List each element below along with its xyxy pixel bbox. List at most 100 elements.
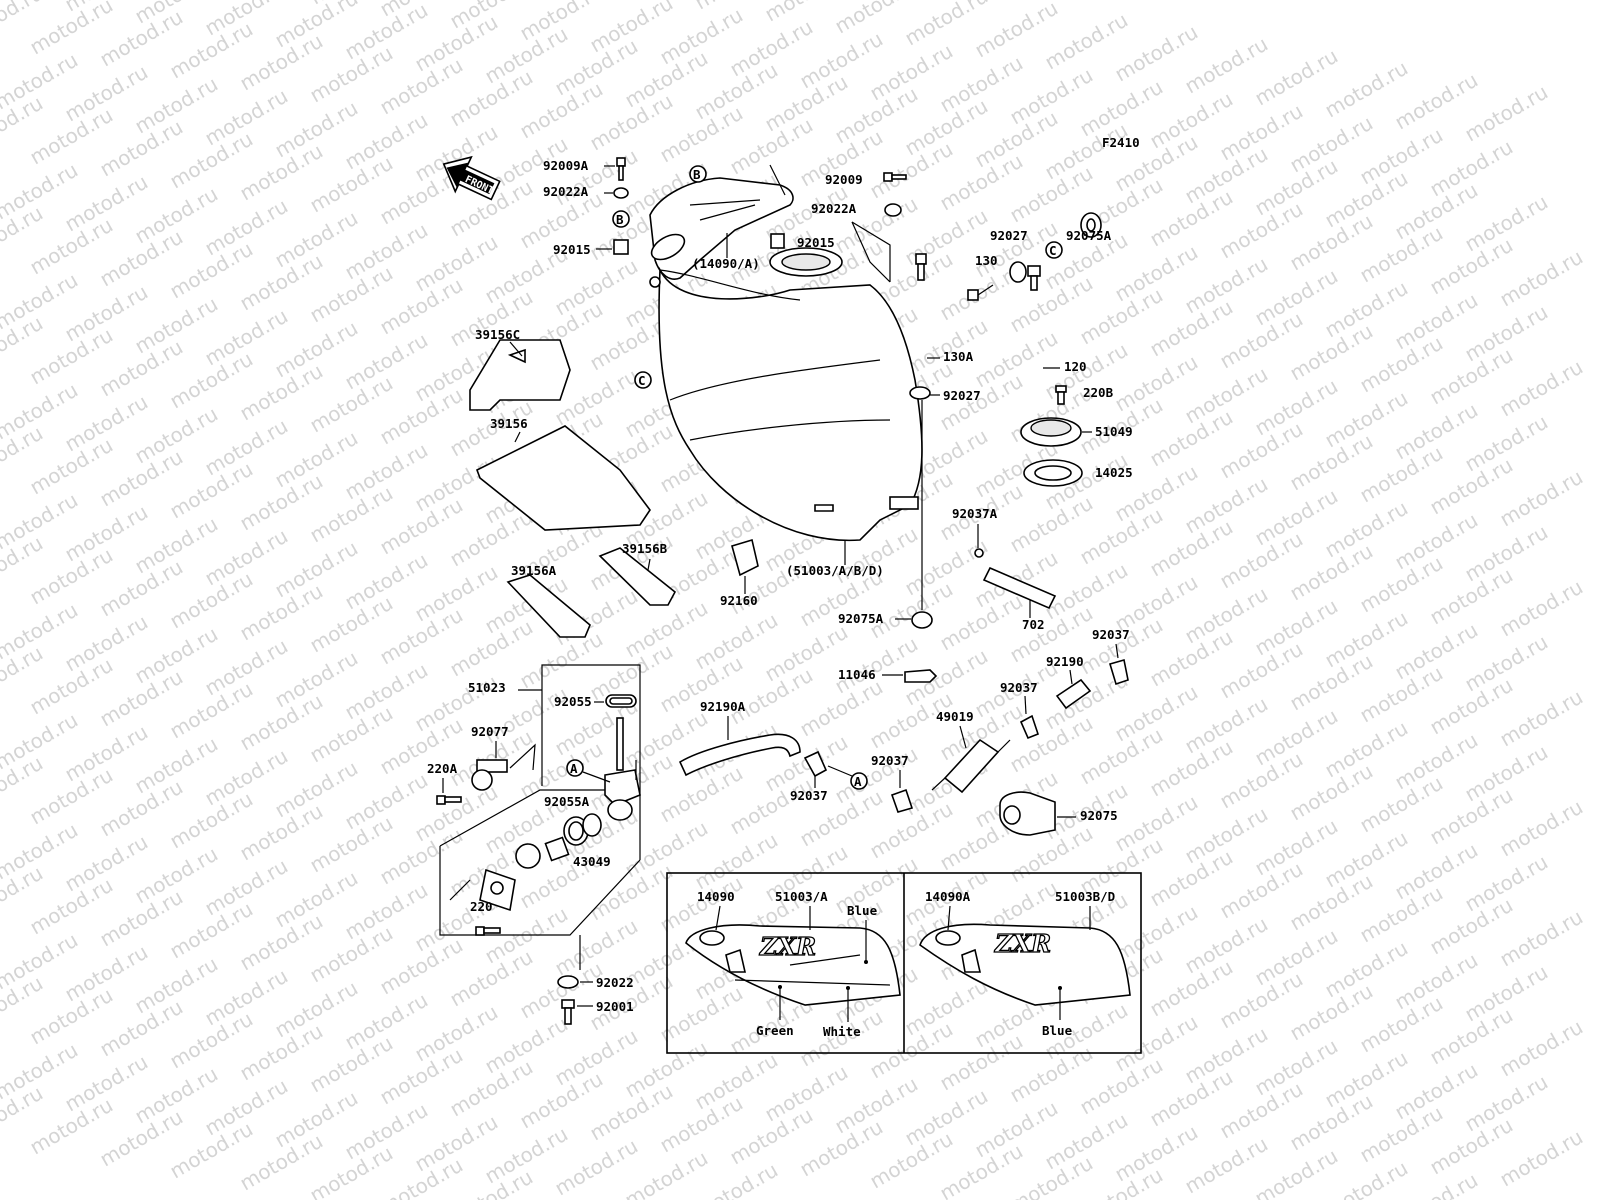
tank-cover-part (649, 164, 794, 280)
part-label-92015-right: 92015 (797, 235, 835, 250)
bolt-130A (915, 253, 927, 281)
hose-702 (982, 566, 1057, 610)
part-label-92075: 92075 (1080, 808, 1118, 823)
callout-a-right: A (850, 772, 868, 790)
part-label-14025: 14025 (1095, 465, 1133, 480)
bracket-11046 (904, 669, 938, 683)
bolt-92009 (883, 172, 907, 182)
clip-92037-right (1109, 658, 1129, 686)
part-label-92009A: 92009A (543, 158, 589, 173)
callout-a-left: A (566, 759, 584, 777)
pad-39156C (469, 339, 571, 411)
svg-text:B: B (693, 167, 701, 182)
part-label-49019: 49019 (936, 709, 974, 724)
part-label-92190A: 92190A (700, 699, 746, 714)
part-label-120: 120 (1064, 359, 1087, 374)
variant-left-cover: 14090 (697, 889, 735, 904)
damper-92075 (999, 791, 1056, 836)
part-label-92075A-top: 92075A (1066, 228, 1112, 243)
collar-92015-right (770, 233, 785, 249)
bolt-92001 (561, 999, 575, 1025)
variant-left: ZXR 14090 51003/A Blue Green White (685, 889, 901, 1039)
clip-92037A (974, 548, 984, 558)
part-label-51023: 51023 (468, 680, 506, 695)
part-label-92022A-left: 92022A (543, 184, 589, 199)
part-label-39156B: 39156B (622, 541, 668, 556)
part-label-220A: 220A (427, 761, 458, 776)
part-label-92037-lower: 92037 (871, 753, 909, 768)
fuel-cap-51049 (1020, 417, 1082, 447)
collar-92015-left (613, 239, 629, 255)
part-label-220B: 220B (1083, 385, 1114, 400)
color-variant-box (666, 872, 1142, 1054)
svg-text:B: B (616, 212, 624, 227)
bolt-120 (1027, 265, 1041, 291)
part-label-92001: 92001 (596, 999, 634, 1014)
part-label-39156C: 39156C (475, 327, 520, 342)
fuel-tap-body (604, 717, 641, 821)
variant-right-tank: 51003B/D (1055, 889, 1115, 904)
damper-92160 (731, 538, 759, 577)
svg-text:C: C (1049, 243, 1057, 258)
variant-right-cover: 14090A (925, 889, 971, 904)
part-label-51049: 51049 (1095, 424, 1133, 439)
svg-text:C: C (638, 373, 646, 388)
valve-plate (479, 836, 570, 912)
part-label-92022A-right: 92022A (811, 201, 857, 216)
pad-39156 (475, 425, 651, 531)
part-label-92037A: 92037A (952, 506, 998, 521)
svg-text:A: A (854, 774, 862, 789)
part-label-92055: 92055 (554, 694, 592, 709)
callout-c-top: C (1045, 241, 1063, 259)
part-label-92075A: 92075A (838, 611, 884, 626)
variant-left-color-green: Green (756, 1023, 794, 1038)
washer-92027 (909, 386, 931, 400)
pad-39156A (506, 574, 591, 638)
grommet-92075A-top (1080, 212, 1102, 238)
washer-92022 (557, 975, 579, 989)
part-label-43049: 43049 (573, 854, 611, 869)
clip-92037-bottom (803, 750, 828, 778)
grommet-92075A (911, 611, 933, 629)
part-label-39156A: 39156A (511, 563, 557, 578)
clip-92037-mid (1019, 714, 1039, 740)
fuel-filter-49019 (931, 738, 1011, 794)
part-label-92160: 92160 (720, 593, 758, 608)
bolt-130 (967, 284, 994, 301)
part-label-92037-mid: 92037 (1000, 680, 1038, 695)
part-label-92027: 92027 (943, 388, 981, 403)
part-label-39156: 39156 (490, 416, 528, 431)
variant-right-color-blue: Blue (1042, 1023, 1073, 1038)
callout-b-top: B (689, 165, 707, 183)
part-label-92037-right: 92037 (1092, 627, 1130, 642)
part-label-92009: 92009 (825, 172, 863, 187)
part-label-92022: 92022 (596, 975, 634, 990)
part-label-130A: 130A (943, 349, 974, 364)
zxr-logo-left: ZXR (759, 932, 816, 961)
part-label-92190: 92190 (1046, 654, 1084, 669)
screw-220A (436, 795, 462, 805)
clip-92037-lower (890, 788, 914, 813)
callout-b-left: B (612, 210, 630, 228)
variant-right: ZXR 14090A 51003B/D Blue (919, 889, 1131, 1038)
variant-left-tank: 51003/A (775, 889, 828, 904)
oring-43049 (582, 813, 602, 837)
washer-92022A-left (613, 187, 629, 199)
washer-92027-top (1009, 261, 1027, 283)
lever-92077 (471, 759, 508, 791)
part-label-92077: 92077 (471, 724, 509, 739)
bolt-92009A (616, 157, 626, 181)
part-label-130: 130 (975, 253, 998, 268)
svg-text:A: A (570, 761, 578, 776)
part-label-51003: (51003/A/B/D) (786, 563, 884, 578)
hose-92190 (1055, 678, 1092, 710)
gasket-14025 (1023, 459, 1083, 487)
part-label-92027-top: 92027 (990, 228, 1028, 243)
part-label-92037-bottom: 92037 (790, 788, 828, 803)
part-label-92015-left: 92015 (553, 242, 591, 257)
part-label-11046: 11046 (838, 667, 876, 682)
washer-92022A-right (884, 203, 902, 217)
screw-220 (475, 926, 501, 936)
